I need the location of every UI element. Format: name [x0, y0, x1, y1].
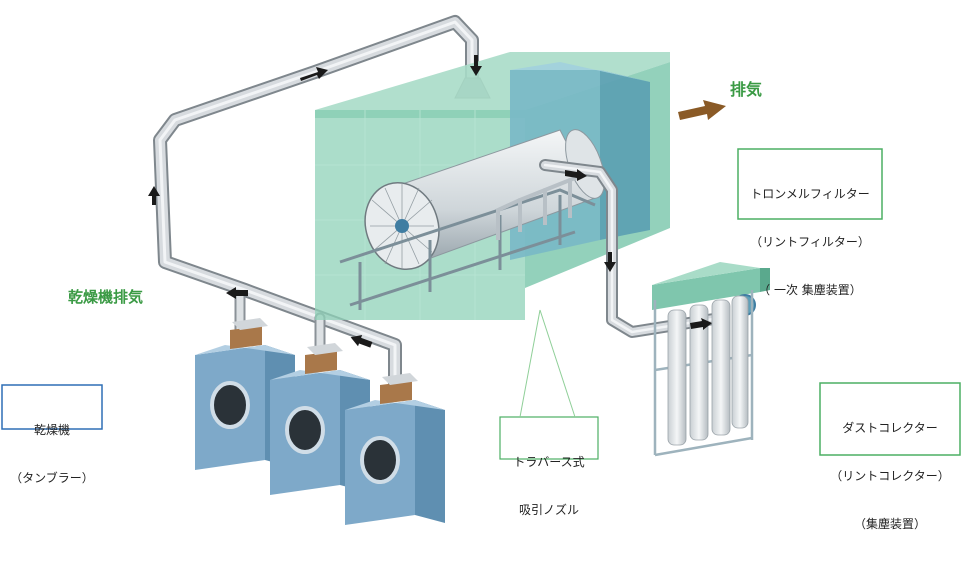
dryer-label: 乾燥機 （タンブラー） — [4, 390, 100, 502]
dryer-label-line-2: （タンブラー） — [10, 471, 94, 485]
arrow-icon — [350, 335, 373, 348]
arrow-icon — [148, 186, 160, 205]
dust-collector — [652, 262, 770, 457]
trommel-label: トロンメルフィルター （リントフィルター） （ 一次 集塵装置） — [740, 154, 880, 314]
dryer-exhaust-label: 乾燥機排気 — [68, 288, 144, 306]
trommel-label-line-2: （リントフィルター） — [750, 235, 870, 249]
nozzle-leader-line — [519, 309, 576, 418]
arrow-icon — [565, 169, 587, 181]
nozzle-label-line-2: 吸引ノズル — [518, 503, 579, 517]
arrow-icon — [226, 287, 248, 299]
exhaust-label: 排気 — [730, 80, 763, 99]
collector-label-line-1: ダストコレクター — [842, 421, 938, 435]
nozzle-label-line-1: トラバース式 — [513, 455, 585, 469]
nozzle-label-box — [499, 416, 599, 460]
trommel-label-line-1: トロンメルフィルター — [750, 187, 870, 201]
arrow-icon — [690, 318, 712, 330]
dryer-label-box — [1, 384, 103, 430]
arrow-icon — [604, 252, 616, 272]
dryer-3 — [345, 373, 445, 525]
arrow-icon — [300, 67, 328, 81]
exhaust-arrow-icon — [678, 100, 726, 120]
dryer-label-line-1: 乾燥機 — [33, 423, 70, 437]
collector-label: ダストコレクター （リントコレクター） （集塵装置） — [822, 388, 958, 548]
nozzle-label: トラバース式 吸引ノズル — [502, 422, 596, 534]
trommel-label-line-3: （ 一次 集塵装置） — [758, 283, 862, 297]
collector-label-box — [819, 382, 961, 456]
arrow-icon — [470, 55, 482, 76]
trommel-label-box — [737, 148, 883, 220]
flow-arrows — [148, 55, 712, 348]
collector-label-line-2: （リントコレクター） — [830, 469, 950, 483]
collector-label-line-3: （集塵装置） — [853, 517, 926, 531]
